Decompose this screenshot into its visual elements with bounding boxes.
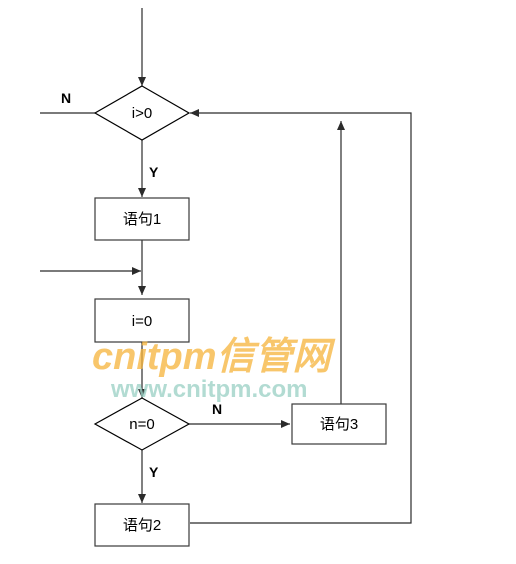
cond-i-yes-label: Y: [149, 164, 159, 180]
decision-i-label: i>0: [132, 105, 152, 122]
cond-n-no-label: N: [212, 401, 222, 417]
loop-back-arrow: [190, 109, 412, 524]
stmt1-box: [94, 197, 190, 241]
decision-n-diamond: [93, 397, 191, 451]
stmt1-label: 语句1: [123, 211, 161, 228]
cond-i-no-label: N: [61, 90, 71, 106]
decision-n-label: n=0: [129, 416, 154, 433]
watermark-brand: cnitpm信管网: [92, 336, 336, 378]
stmt2-box: [94, 503, 190, 547]
assign-i-box: [94, 298, 190, 343]
decision-i-diamond: [93, 85, 191, 141]
cond-n-yes-label: Y: [149, 464, 159, 480]
watermark-url: www.cnitpm.com: [110, 376, 307, 403]
stmt3-box: [291, 403, 387, 445]
stmt2-label: 语句2: [123, 517, 161, 534]
stmt3-label: 语句3: [320, 416, 358, 433]
assign-i-label: i=0: [132, 313, 152, 330]
